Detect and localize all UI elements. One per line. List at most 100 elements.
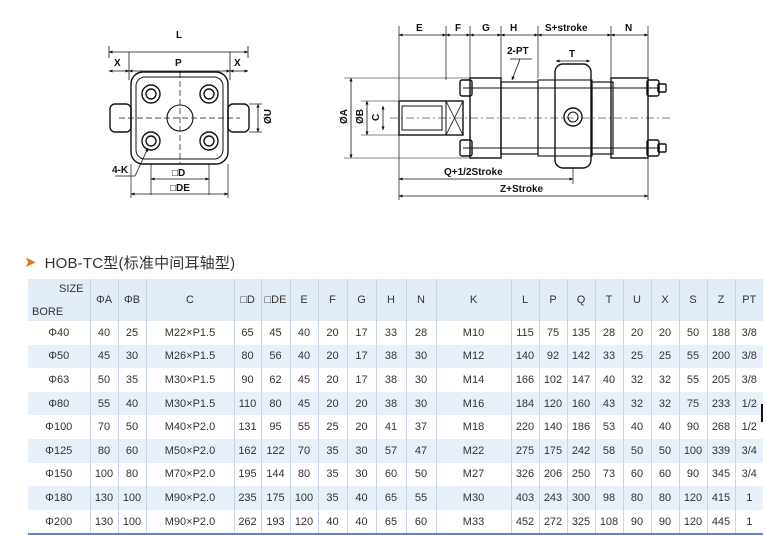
table-cell: 33	[375, 321, 406, 345]
table-cell: 45	[289, 391, 318, 416]
table-cell: 40	[317, 509, 347, 535]
table-cell: 147	[566, 368, 595, 392]
dim-2PT-label: 2-PT	[507, 46, 529, 57]
table-cell: M10	[435, 321, 511, 345]
table-cell: 3/8	[734, 321, 763, 345]
table-cell: 40	[346, 486, 376, 510]
table-cell: 90	[650, 509, 679, 535]
table-cell: 17	[346, 368, 376, 392]
table-cell: 58	[594, 438, 623, 463]
table-cell: 144	[260, 462, 290, 487]
table-cell: 20	[317, 344, 347, 369]
table-cell: 45	[260, 321, 290, 345]
table-cell: M50×P2.0	[145, 438, 234, 463]
table-cell: M33	[435, 509, 511, 535]
table-cell: 70	[89, 415, 118, 439]
table-cell: 60	[117, 438, 146, 463]
table-cell: 53	[594, 415, 623, 439]
table-cell: 20	[346, 391, 376, 416]
table-cell: 3/4	[734, 438, 763, 463]
tie-rod-nuts	[141, 84, 219, 151]
dim-P-label: P	[175, 58, 182, 69]
table-cell: 40	[594, 368, 623, 392]
table-cell: 33	[594, 344, 623, 369]
header-cell: P	[538, 279, 567, 321]
table-cell: 20	[317, 368, 347, 392]
table-cell: 339	[706, 438, 735, 463]
table-cell: 115	[510, 321, 539, 345]
table-cell: 100	[89, 462, 118, 487]
table-cell: 28	[405, 321, 436, 345]
header-cell: F	[317, 279, 347, 321]
table-cell: 250	[566, 462, 595, 487]
table-cell: 30	[405, 344, 436, 369]
table-cell: 20	[650, 321, 679, 345]
header-cell: N	[405, 279, 436, 321]
table-cell: 55	[678, 368, 707, 392]
table-cell: 60	[622, 462, 651, 487]
header-cell: K	[435, 279, 511, 321]
table-cell: 70	[289, 438, 318, 463]
table-cell: 300	[566, 486, 595, 510]
table-cell: M40×P2.0	[145, 415, 234, 439]
table-cell: 62	[260, 368, 290, 392]
table-cell: 55	[289, 415, 318, 439]
header-cell: H	[375, 279, 406, 321]
table-cell: M70×P2.0	[145, 462, 234, 487]
table-cell: 166	[510, 368, 539, 392]
bore-cell: Φ80	[48, 397, 70, 410]
table-cell: 32	[622, 391, 651, 416]
table-cell: 100	[289, 486, 318, 510]
table-cell: M12	[435, 344, 511, 369]
table-cell: 345	[706, 462, 735, 487]
table-cell: 50	[678, 321, 707, 345]
table-cell: 45	[89, 344, 118, 369]
header-cell: E	[289, 279, 318, 321]
header-cell: L	[510, 279, 539, 321]
table-cell: 262	[233, 509, 261, 535]
technical-drawing: L X P X ØU 4-K □D □DE	[108, 23, 672, 200]
table-cell: 1/2	[734, 391, 763, 416]
table-cell: 55	[678, 344, 707, 369]
dimension-table: SIZE BORE ΦA ΦB C □D □DE E F G H N K L P…	[28, 279, 763, 535]
header-corner: SIZE BORE	[28, 279, 90, 321]
header-cell: □DE	[260, 279, 290, 321]
table-cell: 60	[375, 462, 406, 487]
table-cell: 25	[317, 415, 347, 439]
table-cell: 3/8	[734, 344, 763, 369]
table-cell: 30	[117, 344, 146, 369]
dim-F-label: F	[455, 23, 461, 34]
dim-H-label: H	[510, 23, 517, 34]
table-cell: 415	[706, 486, 735, 510]
table-cell: 35	[317, 438, 347, 463]
table-cell: 233	[706, 391, 735, 416]
table-cell: 35	[117, 368, 146, 392]
table-cell: M90×P2.0	[145, 486, 234, 510]
table-cell: 80	[117, 462, 146, 487]
table-cell: 80	[260, 391, 290, 416]
bore-cell: Φ40	[48, 326, 70, 339]
table-cell: 3/4	[734, 462, 763, 487]
table-cell: M14	[435, 368, 511, 392]
table-cell: 20	[317, 391, 347, 416]
table-cell: 50	[622, 438, 651, 463]
table-cell: 25	[650, 344, 679, 369]
table-cell: 92	[538, 344, 567, 369]
table-cell: 195	[233, 462, 261, 487]
bore-cell: Φ63	[48, 373, 70, 386]
table-cell: 1	[734, 509, 763, 535]
table-cell: 108	[594, 509, 623, 535]
header-cell: C	[145, 279, 234, 321]
table-cell: 206	[538, 462, 567, 487]
header-cell: U	[622, 279, 651, 321]
table-cell: 220	[510, 415, 539, 439]
dim-E-label: E	[416, 23, 423, 34]
table-cell: 40	[117, 391, 146, 416]
end-view	[108, 46, 262, 198]
table-cell: 41	[375, 415, 406, 439]
table-cell: 28	[594, 321, 623, 345]
